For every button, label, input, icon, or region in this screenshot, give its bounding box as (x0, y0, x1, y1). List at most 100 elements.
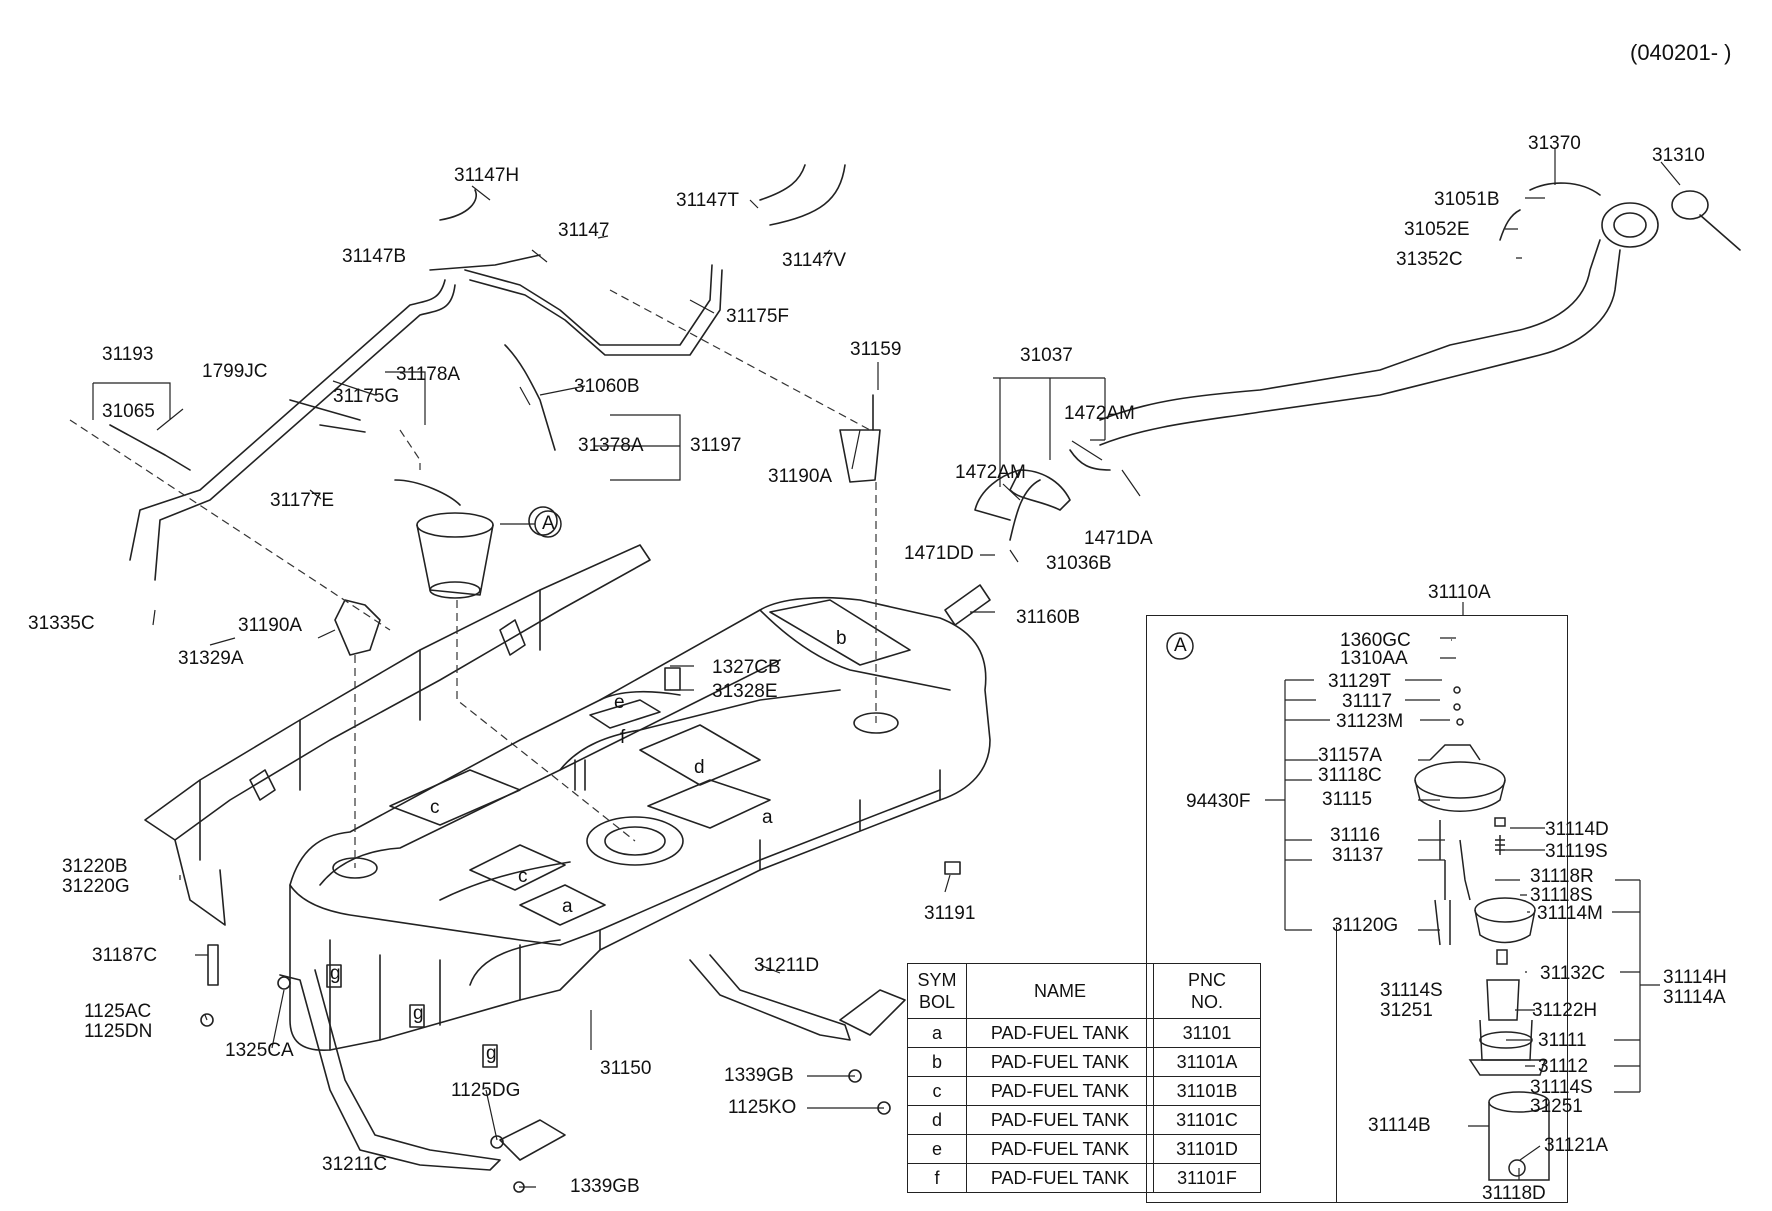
table-row: d PAD-FUEL TANK 31101C (907, 1105, 1261, 1135)
pad-letter: c (430, 797, 440, 818)
part-label: 31191 (924, 903, 976, 924)
part-label: 1360GC (1340, 630, 1411, 651)
part-label: 31114A (1663, 987, 1726, 1008)
part-label: 1125AC (84, 1001, 152, 1022)
fuel-filter (416, 506, 558, 599)
pad-letter: a (562, 896, 573, 917)
part-label: 31114D (1545, 819, 1609, 840)
part-label: 31119S (1545, 841, 1608, 862)
cell-name: PAD-FUEL TANK (966, 1134, 1154, 1164)
part-label: 1325CA (225, 1040, 294, 1061)
part-label: 31052E (1404, 219, 1470, 240)
date-code: (040201- ) (1630, 40, 1732, 65)
table-row: c PAD-FUEL TANK 31101B (907, 1076, 1261, 1106)
part-label: 31118C (1318, 765, 1382, 786)
part-label: 31147V (782, 250, 847, 271)
part-label: 1125KO (728, 1097, 797, 1118)
pad-letter: f (620, 727, 626, 748)
tank-straps (279, 954, 906, 1171)
filler-neck (974, 182, 1741, 541)
cell-name: PAD-FUEL TANK (966, 1047, 1154, 1077)
part-label: 31159 (850, 339, 902, 360)
table-row: f PAD-FUEL TANK 31101F (907, 1163, 1261, 1193)
pump-assembly-drawing (1414, 686, 1550, 1181)
part-label: 94430F (1186, 791, 1251, 812)
part-label: 1310AA (1340, 648, 1408, 669)
part-label: 31370 (1528, 133, 1581, 154)
part-label: 31065 (102, 401, 155, 422)
part-label: 31147T (676, 190, 740, 211)
part-label: 31157A (1318, 745, 1383, 766)
part-label: 31160B (1016, 607, 1081, 628)
part-label: 1472AM (1064, 403, 1135, 424)
pad-letter: a (762, 807, 773, 828)
part-label: 31111 (1538, 1030, 1587, 1051)
part-label: 31123M (1336, 711, 1404, 732)
pump-assembly-inset (1146, 615, 1568, 1203)
assembly-lines (69, 289, 877, 868)
cell-pnc: 31101B (1153, 1076, 1261, 1106)
cell-name: PAD-FUEL TANK (966, 1018, 1154, 1048)
pad-letter: d (694, 757, 705, 778)
part-label: 31129T (1328, 671, 1392, 692)
part-label: 31120G (1332, 915, 1399, 936)
cell-sym: f (907, 1163, 967, 1193)
part-label: 1327CB (712, 657, 781, 678)
inset-marker: A (1174, 635, 1187, 656)
table-row: a PAD-FUEL TANK 31101 (907, 1018, 1261, 1048)
part-label: 31115 (1322, 789, 1373, 810)
part-label: 31190A (768, 466, 833, 487)
part-label: 31118R (1530, 866, 1594, 887)
leader-lines (92, 148, 1681, 1188)
pad-letter: e (614, 692, 625, 713)
cell-pnc: 31101D (1153, 1134, 1261, 1164)
cell-pnc: 31101F (1153, 1163, 1261, 1193)
pipe-31160b (944, 584, 991, 626)
part-label: 31220G (62, 876, 130, 897)
part-label: 31060B (574, 376, 640, 397)
part-label: 31121A (1544, 1135, 1609, 1156)
part-label: 31112 (1538, 1056, 1589, 1077)
cell-sym: c (907, 1076, 967, 1106)
callout-marker: A (542, 513, 555, 534)
part-label: 31335C (28, 613, 95, 634)
part-label: 31116 (1330, 825, 1381, 846)
part-label: 1471DD (904, 543, 974, 564)
part-label: 31132C (1540, 963, 1606, 984)
part-label: 31122H (1532, 1000, 1598, 1021)
part-label: 31178A (396, 364, 461, 385)
part-label: 31190A (238, 615, 303, 636)
part-label: 31114S (1530, 1077, 1593, 1098)
pad-letter: b (836, 628, 847, 649)
pad-letter: g (486, 1043, 497, 1064)
part-label: 31328E (712, 681, 778, 702)
cell-sym: b (907, 1047, 967, 1077)
part-label: 31310 (1652, 145, 1705, 166)
part-label: 31114S (1380, 980, 1443, 1001)
table-row: e PAD-FUEL TANK 31101D (907, 1134, 1261, 1164)
part-label: 31037 (1020, 345, 1073, 366)
part-label: 31378A (578, 435, 644, 456)
table-header-pnc: PNC NO. (1153, 963, 1261, 1019)
hardware-bits (200, 667, 961, 1193)
cell-sym: a (907, 1018, 967, 1048)
fuel-tank (289, 596, 991, 1068)
part-label: 31150 (600, 1058, 652, 1079)
part-label: 31114B (1368, 1115, 1431, 1136)
heat-shield (144, 544, 651, 926)
table-row: b PAD-FUEL TANK 31101A (907, 1047, 1261, 1077)
cell-pnc: 31101 (1153, 1018, 1261, 1048)
cell-pnc: 31101C (1153, 1105, 1261, 1135)
part-label: 31352C (1396, 249, 1463, 270)
part-label: 31187C (92, 945, 158, 966)
part-label: 31177E (270, 490, 335, 511)
part-label: 31137 (1332, 845, 1384, 866)
assembly-label: 31110A (1428, 582, 1491, 603)
pad-letter: g (330, 963, 341, 984)
part-label: 31329A (178, 648, 244, 669)
table-header-row: SYM BOL NAME PNC NO. (907, 963, 1261, 1019)
pad-symbol-table: SYM BOL NAME PNC NO. a PAD-FUEL TANK 311… (907, 963, 1261, 1193)
part-label: 31114M (1537, 903, 1603, 924)
part-label: 31175G (333, 386, 400, 407)
